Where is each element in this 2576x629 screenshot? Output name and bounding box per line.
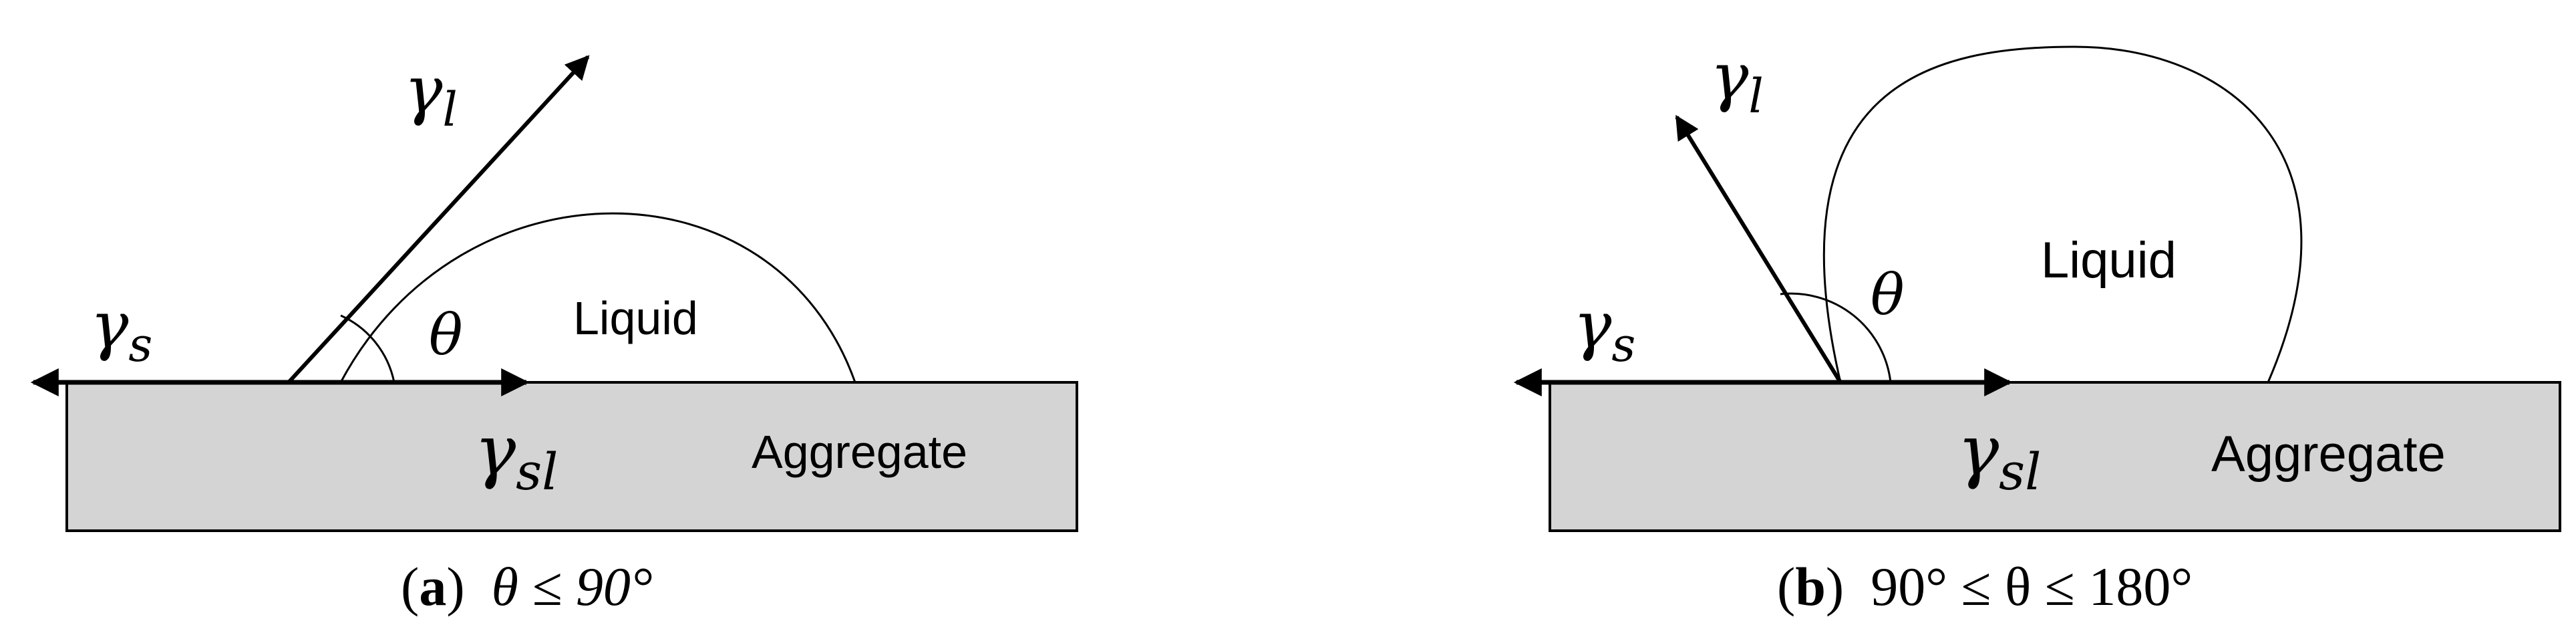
panel-b-caption: (b)90° ≤ θ ≤ 180° xyxy=(1777,556,2193,617)
panel-a: γl γs γsl θ Liquid Aggregate (a)θ ≤ 90° xyxy=(30,53,1078,617)
gamma-l-arrow xyxy=(287,55,590,384)
theta-angle-arc xyxy=(1780,292,1892,383)
liquid-droplet-outline xyxy=(339,212,856,383)
gamma-sl-label: γsl xyxy=(474,410,558,501)
panel-b: γl γs γsl θ Liquid Aggregate (b)90° ≤ θ … xyxy=(1513,39,2561,617)
liquid-droplet-outline xyxy=(1822,45,2303,383)
theta-label: θ xyxy=(429,302,463,368)
gamma-l-label: γl xyxy=(1710,39,1764,124)
aggregate-substrate xyxy=(65,381,1078,532)
liquid-label: Liquid xyxy=(2041,232,2177,289)
liquid-label: Liquid xyxy=(573,292,698,344)
theta-label: θ xyxy=(1871,262,1905,328)
gamma-l-arrow xyxy=(1675,114,1842,384)
aggregate-label: Aggregate xyxy=(2211,426,2446,483)
panel-a-caption: (a)θ ≤ 90° xyxy=(401,556,653,617)
aggregate-substrate xyxy=(1549,381,2561,532)
gamma-sl-label: γsl xyxy=(1957,410,2041,501)
gamma-s-label: γs xyxy=(1573,288,1635,372)
gamma-s-label: γs xyxy=(90,288,152,372)
aggregate-label: Aggregate xyxy=(752,426,967,478)
gamma-l-label: γl xyxy=(404,53,458,137)
theta-angle-arc xyxy=(340,314,395,383)
